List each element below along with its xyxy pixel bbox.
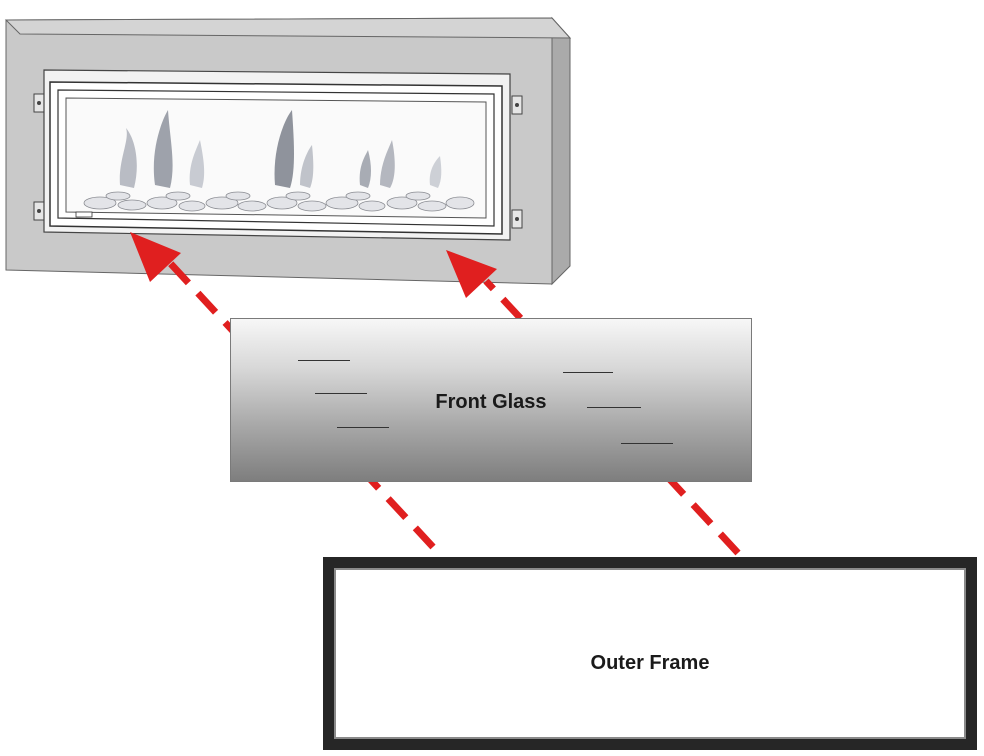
outer-frame-panel: Outer Frame xyxy=(323,557,977,750)
glass-reflection-line xyxy=(315,393,367,394)
firebox-interior xyxy=(65,97,487,219)
glass-reflection-line xyxy=(587,407,641,408)
fireplace-unit xyxy=(4,16,572,286)
mounting-bracket xyxy=(33,201,45,221)
arrow-glass-to-unit xyxy=(130,232,436,550)
glass-reflection-line xyxy=(298,360,350,361)
outer-frame-label: Outer Frame xyxy=(590,652,710,674)
glass-reflection-line xyxy=(621,443,673,444)
mounting-bracket xyxy=(33,93,45,113)
glass-reflection-line xyxy=(337,427,389,428)
glass-reflection-line xyxy=(563,372,613,373)
front-glass-label: Front Glass xyxy=(435,391,547,413)
front-glass-panel: Front Glass xyxy=(230,318,752,482)
mounting-bracket xyxy=(511,95,523,115)
control-badge xyxy=(75,211,93,218)
mounting-bracket xyxy=(511,209,523,229)
